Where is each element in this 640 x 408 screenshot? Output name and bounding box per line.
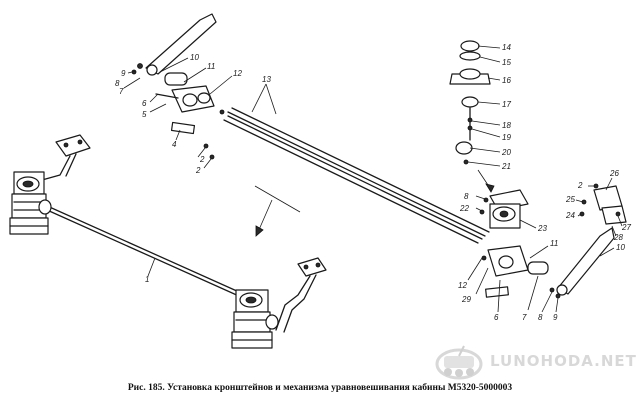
- callout-labels: 1 2 2 4 5 6 7 8 9 10 11 12 13 14 15 16 1…: [115, 43, 631, 322]
- callout-23: 23: [537, 224, 547, 233]
- callout-9: 9: [121, 69, 126, 78]
- upper-left-lever-group: [131, 13, 225, 160]
- lunokhod-logo-icon: [435, 345, 483, 380]
- watermark: LUNOHODA.NET: [430, 340, 637, 384]
- callout-7b: 7: [522, 313, 527, 322]
- callout-13: 13: [262, 75, 271, 84]
- callout-7: 7: [119, 87, 124, 96]
- callout-11b: 11: [550, 239, 558, 248]
- callout-22: 22: [459, 204, 469, 213]
- left-bracket-assembly: [9, 134, 91, 235]
- figure-caption: Рис. 185. Установка кронштейнов и механи…: [127, 383, 513, 393]
- direction-arrow-center: [254, 185, 301, 237]
- leader-lines: [123, 45, 623, 313]
- lower-right-lever-group: [481, 227, 615, 299]
- callout-2: 2: [195, 166, 201, 175]
- torsion-bar-lower: [223, 115, 483, 244]
- callout-20: 20: [501, 148, 511, 157]
- callout-18: 18: [502, 121, 511, 130]
- callout-26: 26: [609, 169, 619, 178]
- callout-5: 5: [142, 110, 147, 119]
- far-right-bracket: [579, 183, 627, 225]
- callout-10: 10: [190, 53, 199, 62]
- right-bracket-assembly: [231, 257, 327, 349]
- callout-10b: 10: [616, 243, 625, 252]
- callout-19: 19: [502, 133, 511, 142]
- callout-27: 27: [621, 223, 631, 232]
- callout-28: 28: [613, 233, 623, 242]
- callout-8: 8: [115, 79, 120, 88]
- callout-2b: 2: [577, 181, 583, 190]
- callout-12b: 12: [458, 281, 467, 290]
- callout-6: 6: [142, 99, 147, 108]
- callout-4: 4: [172, 140, 177, 149]
- callout-11: 11: [207, 62, 215, 71]
- callout-25: 25: [565, 195, 575, 204]
- callout-16: 16: [502, 76, 511, 85]
- stabilizer-bar: [44, 204, 251, 302]
- callout-12: 12: [233, 69, 242, 78]
- watermark-text: LUNOHODA.NET: [490, 352, 637, 370]
- right-middle-bracket: [479, 189, 529, 229]
- callout-21: 21: [501, 162, 511, 171]
- callout-15: 15: [502, 58, 511, 67]
- callout-6b: 6: [494, 313, 499, 322]
- callout-9b: 9: [553, 313, 558, 322]
- callout-8b: 8: [464, 192, 469, 201]
- callout-24: 24: [565, 211, 575, 220]
- direction-arrow-right: [477, 169, 495, 193]
- callout-17: 17: [502, 100, 511, 109]
- callout-8c: 8: [538, 313, 543, 322]
- callout-3: 2: [199, 155, 205, 164]
- callout-1: 1: [145, 275, 149, 284]
- callout-29: 29: [461, 295, 471, 304]
- callout-14: 14: [502, 43, 511, 52]
- torsion-bar-upper: [227, 107, 490, 237]
